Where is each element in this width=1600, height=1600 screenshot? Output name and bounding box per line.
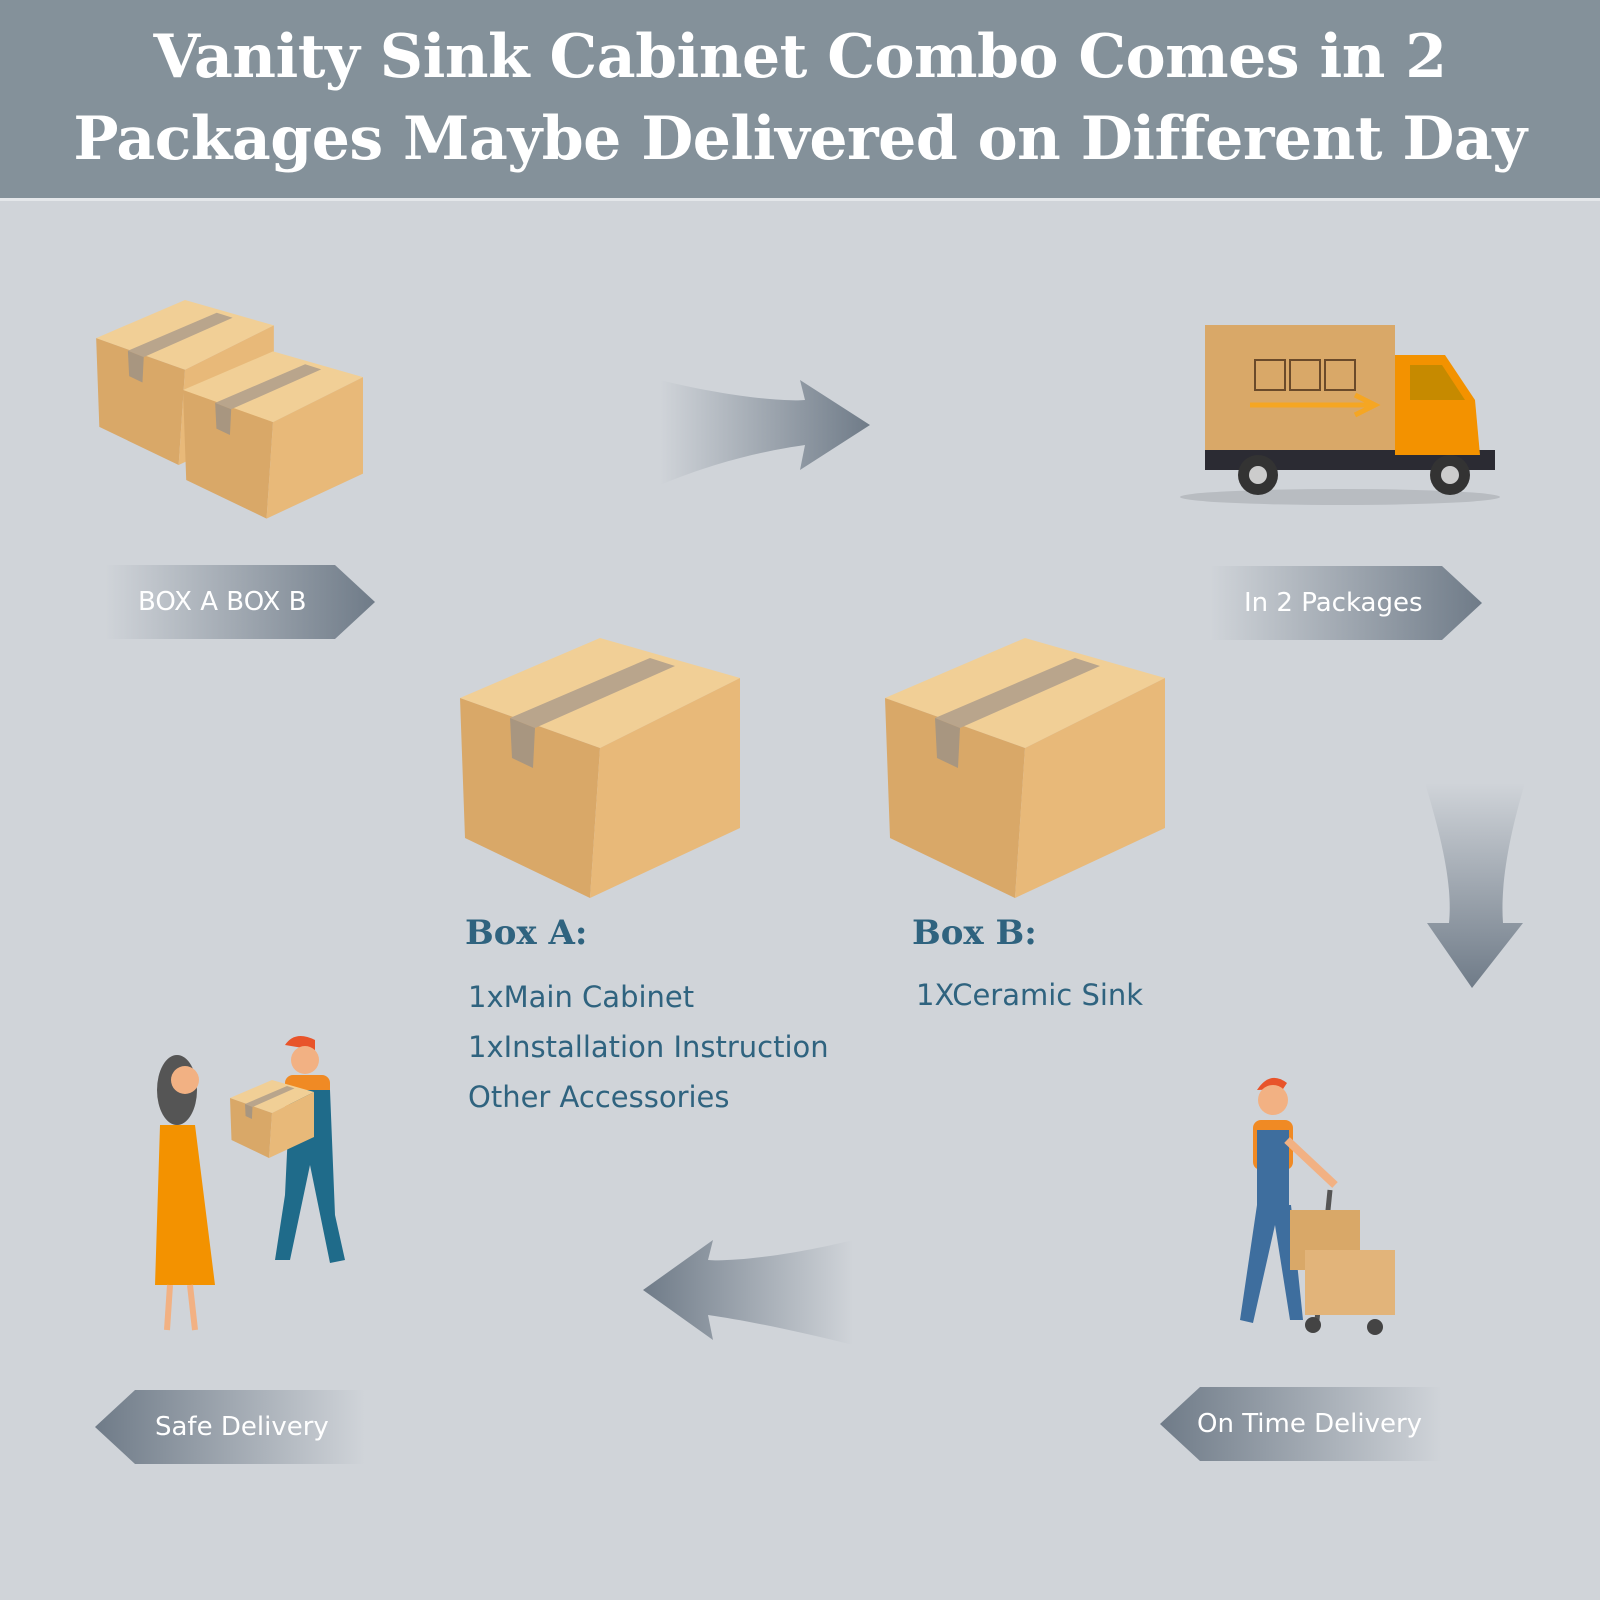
delivery-worker-icon xyxy=(1240,1077,1395,1335)
box-b-illustration xyxy=(885,638,1165,898)
box-a-item: 1xMain Cabinet xyxy=(468,980,695,1014)
safe-delivery-banner: Safe Delivery xyxy=(95,1390,365,1464)
header-banner: Vanity Sink Cabinet Combo Comes in 2 Pac… xyxy=(0,0,1600,201)
boxes-label: BOX A BOX B xyxy=(138,587,307,617)
title-line-2: Packages Maybe Delivered on Different Da… xyxy=(73,104,1527,174)
box-b-title: Box B: xyxy=(912,913,1037,953)
safe-delivery-label: Safe Delivery xyxy=(155,1412,329,1442)
box-a-title: Box A: xyxy=(465,913,588,953)
arrow-left-icon xyxy=(643,1240,853,1345)
package-handoff-icon xyxy=(155,1036,345,1331)
packages-label-banner: In 2 Packages xyxy=(1210,566,1482,640)
on-time-delivery-banner: On Time Delivery xyxy=(1160,1387,1442,1461)
box-a-item: 1xInstallation Instruction xyxy=(468,1030,829,1064)
box-a-illustration xyxy=(460,638,740,898)
arrow-down-icon xyxy=(1425,783,1525,988)
on-time-delivery-label: On Time Delivery xyxy=(1197,1409,1423,1439)
box-b-item: 1XCeramic Sink xyxy=(916,978,1144,1012)
two-boxes-illustration xyxy=(96,300,363,519)
box-a-item: Other Accessories xyxy=(468,1080,730,1114)
arrow-right-icon xyxy=(660,380,870,485)
delivery-truck-icon xyxy=(1180,325,1500,505)
packages-label: In 2 Packages xyxy=(1244,588,1423,618)
title-line-1: Vanity Sink Cabinet Combo Comes in 2 xyxy=(153,22,1447,92)
boxes-label-banner: BOX A BOX B xyxy=(105,565,375,639)
